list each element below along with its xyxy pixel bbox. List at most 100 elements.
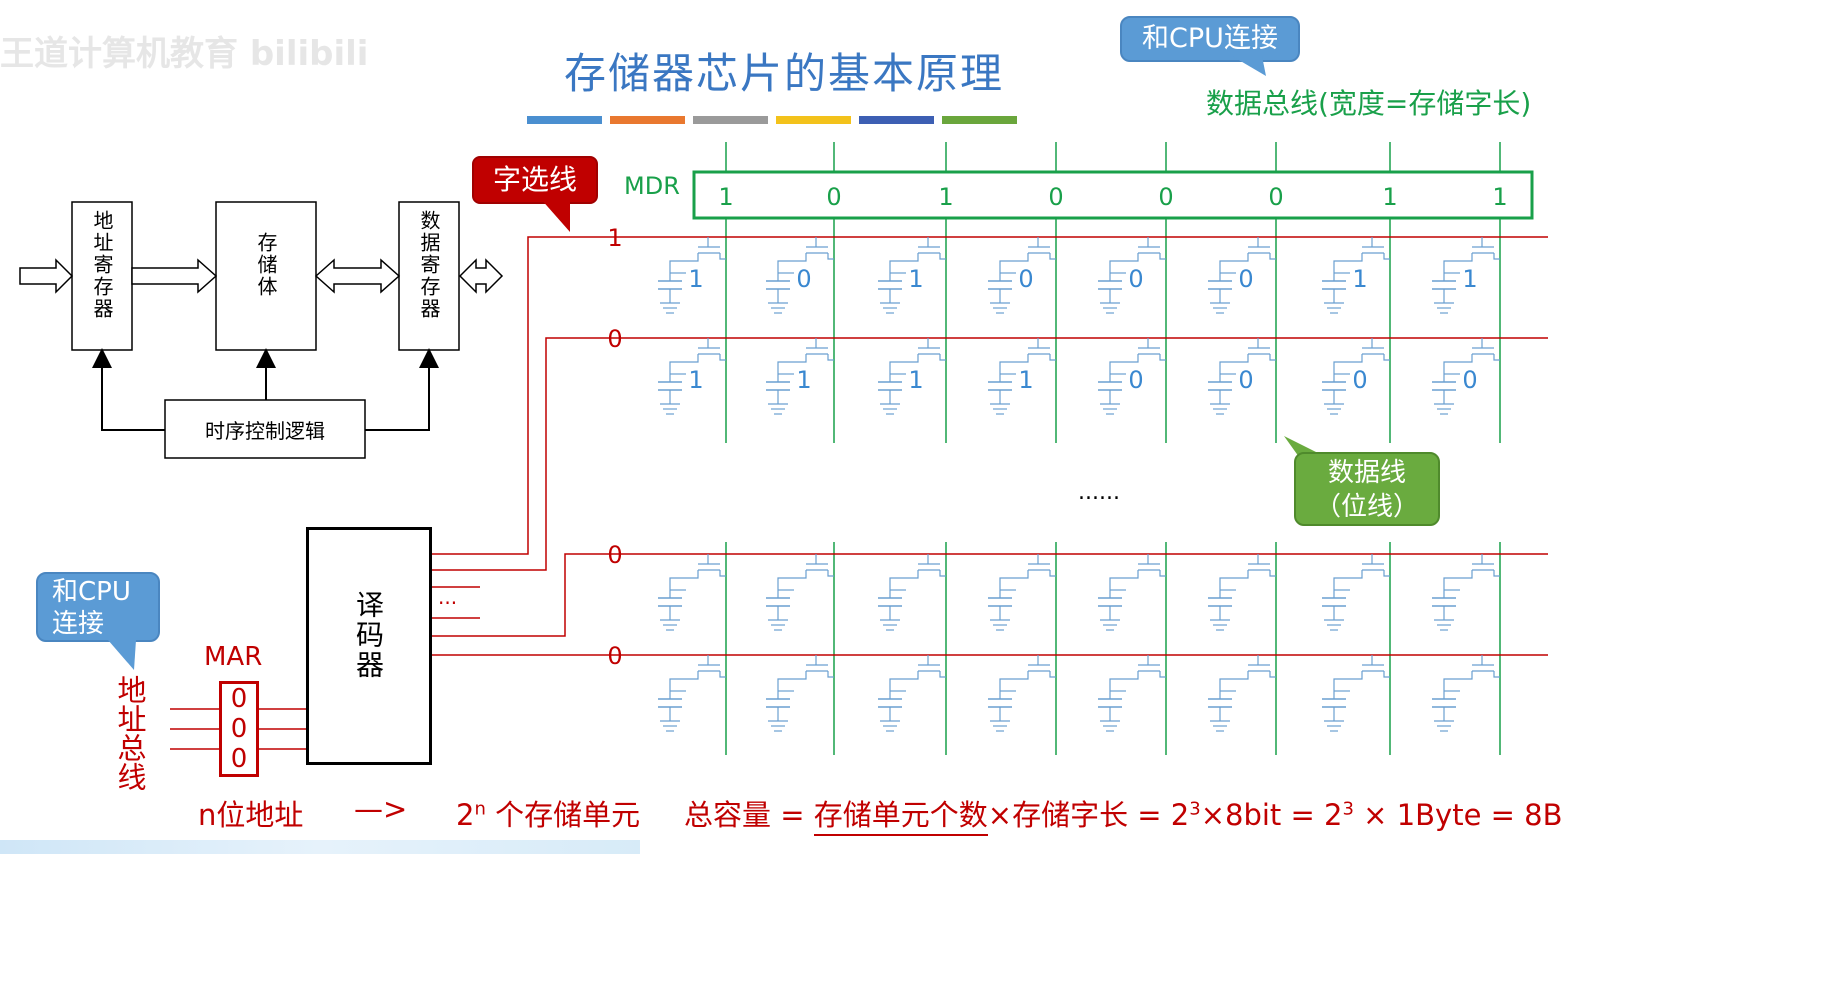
cell-source	[889, 570, 919, 598]
word-line-value: 0	[607, 642, 622, 670]
cell-drain	[939, 671, 946, 678]
cell-bit: 0	[796, 265, 811, 293]
cell-drain	[939, 354, 946, 361]
total-capacity: 总容量 = 存储单元个数×存储字长 = 23×8bit = 23 × 1Byte…	[684, 792, 1563, 836]
cell-drain	[719, 354, 726, 361]
array-ellipsis: ......	[1078, 480, 1120, 505]
page-title: 存储器芯片的基本原理	[563, 49, 1004, 98]
cell-bit: 1	[908, 265, 923, 293]
cell-drain	[1269, 354, 1276, 361]
data-out-arrow	[458, 258, 504, 294]
cell-source	[1333, 354, 1363, 382]
data-reg-label: 数据寄存器	[417, 210, 441, 320]
cell-source	[1443, 671, 1473, 699]
cell-drain	[939, 253, 946, 260]
cell-drain	[1049, 253, 1056, 260]
units-exp: n	[474, 798, 486, 820]
title-color-bar	[610, 116, 685, 124]
data-bus-label: 数据总线(宽度=存储字长)	[1206, 87, 1532, 120]
cell-bit: 1	[1462, 265, 1477, 293]
mar-label: MAR	[204, 642, 263, 672]
timing-to-addr-line	[92, 348, 165, 431]
mdr-box	[692, 170, 1534, 220]
mdr-bit: 0	[826, 183, 841, 211]
cpu-connect-callout-top: 和CPU连接	[1120, 16, 1300, 62]
timing-to-data-line	[365, 348, 439, 431]
cell-bit: 1	[1018, 366, 1033, 394]
cell-source	[889, 354, 919, 382]
cell-drain	[1269, 671, 1276, 678]
cell-drain	[939, 570, 946, 577]
mar-bit: 0	[230, 744, 248, 774]
cell-drain	[1383, 354, 1390, 361]
decoder-out-1	[432, 236, 630, 555]
units-base: 2	[456, 798, 475, 832]
cell-source	[999, 354, 1029, 382]
cell-source	[1109, 570, 1139, 598]
mdr-label: MDR	[624, 172, 680, 200]
cell-source	[889, 671, 919, 699]
cell-source	[1219, 253, 1249, 281]
data-line-text2: （位线）	[1314, 492, 1419, 522]
cell-drain	[1159, 354, 1166, 361]
storage-box	[215, 201, 317, 351]
cell-drain	[719, 570, 726, 577]
title-color-bar	[776, 116, 851, 124]
cell-drain	[1269, 253, 1276, 260]
decoder-out-5	[432, 553, 630, 637]
title-color-bars	[527, 116, 1022, 126]
cell-source	[669, 253, 699, 281]
mdr-bit: 0	[1268, 183, 1283, 211]
cell-drain	[1383, 671, 1390, 678]
cpu-connect-callout-bottom: 和CPU 连接	[36, 572, 160, 642]
cell-drain	[1159, 570, 1166, 577]
cell-drain	[827, 354, 834, 361]
cell-source	[1109, 253, 1139, 281]
cell-source	[669, 671, 699, 699]
capacity-prefix: 总容量 =	[684, 798, 814, 832]
title-color-bar	[942, 116, 1017, 124]
cell-source	[889, 253, 919, 281]
decoder-out-2	[432, 337, 630, 571]
mdr-bit: 1	[1492, 183, 1507, 211]
title-color-bar	[693, 116, 768, 124]
timing-label: 时序控制逻辑	[205, 419, 325, 443]
capacity-mid2: ×8bit = 2	[1200, 798, 1343, 832]
cell-bit: 0	[1018, 265, 1033, 293]
storage-data-arrow	[314, 258, 401, 294]
title-color-bar	[527, 116, 602, 124]
cell-bit: 1	[688, 265, 703, 293]
cell-drain	[1493, 253, 1500, 260]
cpu-connect-text-line2: 连接	[52, 609, 105, 639]
word-select-text: 字选线	[492, 163, 577, 196]
word-line-value: 0	[607, 325, 622, 353]
mar-bit: 0	[230, 714, 248, 744]
capacity-exp1: 3	[1189, 798, 1201, 820]
data-line-text1: 数据线	[1327, 458, 1406, 488]
callout-tail-top	[1232, 56, 1266, 76]
callout-tail-bottom	[108, 640, 136, 670]
cpu-connect-text-line1: 和CPU	[52, 577, 131, 607]
cell-source	[1109, 354, 1139, 382]
cell-source	[999, 253, 1029, 281]
cell-source	[1219, 570, 1249, 598]
mdr-bit: 1	[1382, 183, 1397, 211]
cell-source	[777, 354, 807, 382]
cell-drain	[1493, 570, 1500, 577]
addr-reg-box	[71, 201, 133, 351]
capacity-underlined: 存储单元个数	[813, 798, 988, 836]
cell-source	[999, 570, 1029, 598]
cell-bit: 1	[796, 366, 811, 394]
cell-drain	[1049, 671, 1056, 678]
capacity-exp2: 3	[1342, 798, 1354, 820]
capacity-mid: ×存储字长 = 2	[987, 798, 1190, 832]
cell-drain	[1269, 570, 1276, 577]
cell-source	[1443, 253, 1473, 281]
cell-source	[1219, 671, 1249, 699]
word-line-value: 1	[607, 224, 622, 252]
word-line-value: 0	[607, 541, 622, 569]
mdr-bit: 0	[1158, 183, 1173, 211]
addr-reg-label: 地址寄存器	[90, 210, 114, 320]
cell-bit: 0	[1238, 366, 1253, 394]
